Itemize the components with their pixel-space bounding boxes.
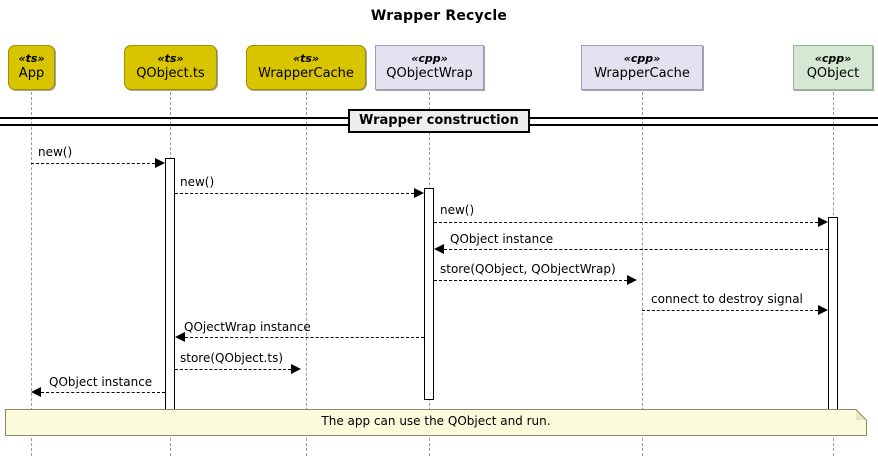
message-label-new-app-to-qobjectts: new()	[38, 145, 73, 159]
participant-wrappercache-ts-name: WrapperCache	[258, 66, 354, 81]
message-label-connect-destroy-signal: connect to destroy signal	[651, 292, 803, 306]
message-label-new-qobjectwrap-to-qobject: new()	[440, 203, 475, 217]
message-label-qobject-instance-to-app: QObject instance	[49, 375, 153, 389]
message-arrowhead-store-qobject-qobjectwrap	[627, 275, 637, 285]
participant-qobject-ts[interactable]: «ts» QObject.ts	[124, 45, 217, 90]
message-arrowhead-qobject-instance-to-app	[31, 387, 41, 397]
note-fold-corner	[856, 409, 867, 420]
activation-bar-qobjectwrap	[424, 188, 434, 400]
participant-wrappercache-cpp[interactable]: «cpp» WrapperCache	[581, 45, 703, 90]
note-app-can-use-qobject: The app can use the QObject and run.	[5, 409, 867, 436]
participant-wrappercache-ts[interactable]: «ts» WrapperCache	[246, 45, 366, 90]
message-line-new-app-to-qobjectts	[31, 163, 155, 164]
message-arrowhead-new-app-to-qobjectts	[155, 158, 165, 168]
message-arrowhead-new-qobjectts-to-qobjectwrap	[414, 188, 424, 198]
participant-wrappercache-ts-stereotype: «ts»	[292, 52, 320, 65]
message-label-store-qobject-qobjectwrap: store(QObject, QObjectWrap)	[440, 262, 616, 276]
message-line-store-qobject-ts	[175, 369, 291, 370]
message-label-qojectwrap-instance-return: QOjectWrap instance	[184, 320, 311, 334]
message-label-store-qobject-ts: store(QObject.ts)	[180, 351, 284, 365]
message-line-qojectwrap-instance-return	[185, 337, 424, 338]
message-line-new-qobjectts-to-qobjectwrap	[175, 193, 414, 194]
participant-qobject-ts-stereotype: «ts»	[157, 52, 184, 65]
participant-qobjectwrap-stereotype: «cpp»	[411, 52, 448, 65]
activation-bar-qobject-cpp	[828, 217, 838, 415]
message-label-new-qobjectts-to-qobjectwrap: new()	[180, 175, 215, 189]
message-arrowhead-qobject-instance-return	[434, 244, 444, 254]
lifeline-app	[31, 92, 32, 456]
message-label-qobject-instance-return: QObject instance	[450, 232, 554, 246]
message-line-qobject-instance-to-app	[41, 392, 165, 393]
participant-qobject-cpp[interactable]: «cpp» QObject	[793, 45, 873, 90]
participant-app[interactable]: «ts» App	[8, 45, 55, 90]
message-arrowhead-connect-destroy-signal	[818, 305, 828, 315]
participant-wrappercache-cpp-stereotype: «cpp»	[623, 52, 661, 65]
participant-app-stereotype: «ts»	[18, 52, 45, 65]
lifeline-wrappercache-cpp	[642, 92, 643, 456]
participant-wrappercache-cpp-name: WrapperCache	[594, 66, 690, 81]
participant-qobject-cpp-name: QObject	[806, 66, 860, 81]
message-line-new-qobjectwrap-to-qobject	[434, 222, 818, 223]
participant-qobjectwrap[interactable]: «cpp» QObjectWrap	[375, 45, 484, 90]
participant-qobject-cpp-stereotype: «cpp»	[814, 52, 852, 65]
note-text: The app can use the QObject and run.	[321, 414, 551, 428]
participant-app-name: App	[18, 66, 45, 81]
divider-label-wrapper-construction: Wrapper construction	[348, 109, 530, 133]
participant-qobjectwrap-name: QObjectWrap	[386, 66, 473, 81]
message-arrowhead-store-qobject-ts	[291, 364, 301, 374]
participant-qobject-ts-name: QObject.ts	[136, 66, 205, 81]
message-arrowhead-qojectwrap-instance-return	[175, 332, 185, 342]
page-title: Wrapper Recycle	[370, 8, 508, 24]
message-arrowhead-new-qobjectwrap-to-qobject	[818, 217, 828, 227]
message-line-store-qobject-qobjectwrap	[434, 280, 627, 281]
activation-bar-qobject-ts	[165, 158, 175, 415]
message-line-connect-destroy-signal	[642, 310, 818, 311]
lifeline-wrappercache-ts	[306, 92, 307, 456]
message-line-qobject-instance-return	[444, 249, 828, 250]
